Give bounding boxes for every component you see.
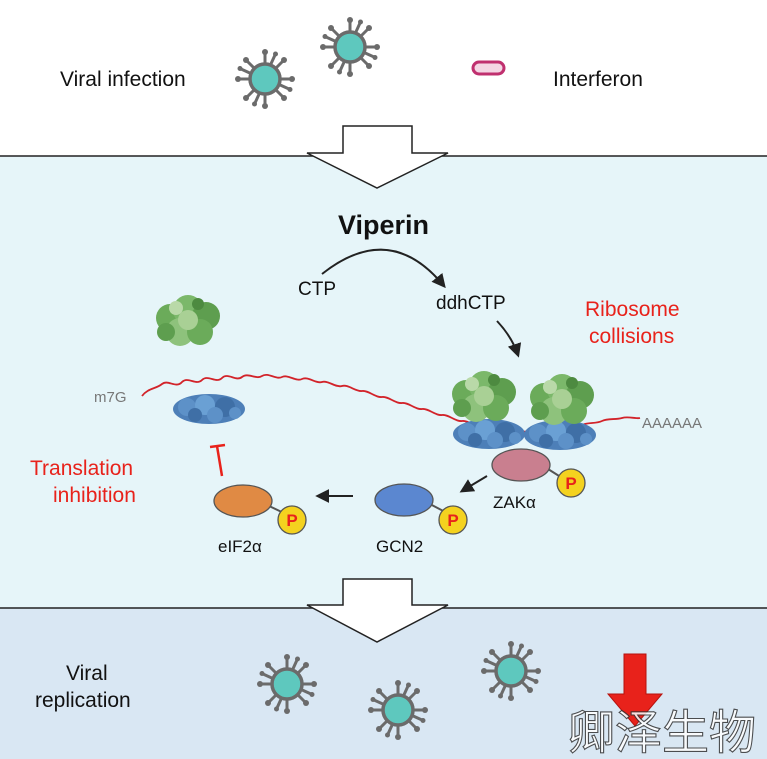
label-ddhctp: ddhCTP: [436, 293, 506, 314]
phospho-label: P: [565, 474, 576, 493]
zak-protein-icon: [491, 448, 551, 482]
virus-icon: [366, 678, 430, 742]
label-translation-inhibition-line2: inhibition: [53, 484, 136, 507]
virus-icon: [255, 652, 319, 716]
zak-to-gcn2-arrow: [459, 475, 488, 493]
phosphate-icon: [277, 505, 307, 535]
ribosome-small-subunit-icon: [524, 420, 596, 450]
label-viral-replication-line2: replication: [35, 689, 131, 712]
virus-icon: [233, 47, 297, 111]
gcn2-protein-icon: [374, 483, 434, 517]
phospho-label: P: [286, 511, 297, 530]
ribosome-small-subunit-icon: [173, 394, 245, 424]
label-zak: ZAKα: [493, 493, 536, 512]
label-poly-a: AAAAAA: [642, 415, 702, 432]
phospho-label: P: [447, 511, 458, 530]
label-viral-infection: Viral infection: [60, 68, 186, 91]
virus-icon: [479, 639, 543, 703]
viperin-reaction-arrow: [321, 248, 446, 289]
phosphate-icon: [556, 468, 586, 498]
label-eif2a: eIF2α: [218, 537, 262, 556]
phosphate-icon: [438, 505, 468, 535]
decrease-arrow-icon: [606, 653, 664, 727]
middle-panel: [0, 156, 767, 608]
virus-icon: [318, 15, 382, 79]
watermark-text: 卿泽生物: [568, 706, 756, 759]
label-translation-inhibition-line1: Translation: [30, 457, 133, 480]
ddhctp-to-ribosome-arrow: [496, 320, 522, 358]
label-viral-replication-line1: Viral: [66, 662, 108, 685]
down-arrow-icon: [306, 125, 449, 189]
eif2a-protein-icon: [213, 484, 273, 518]
label-mrna-cap: m7G: [94, 389, 127, 406]
label-gcn2: GCN2: [376, 537, 423, 556]
label-ribosome-collisions-line2: collisions: [589, 325, 674, 348]
ribosome-small-subunit-icon: [453, 419, 525, 449]
label-ribosome-collisions-line1: Ribosome: [585, 298, 680, 321]
interferon-icon: [471, 60, 506, 76]
label-viperin: Viperin: [338, 210, 429, 240]
label-ctp: CTP: [298, 279, 336, 300]
inhibition-icon: [209, 443, 226, 477]
down-arrow-icon: [306, 578, 449, 643]
label-interferon: Interferon: [553, 68, 643, 91]
